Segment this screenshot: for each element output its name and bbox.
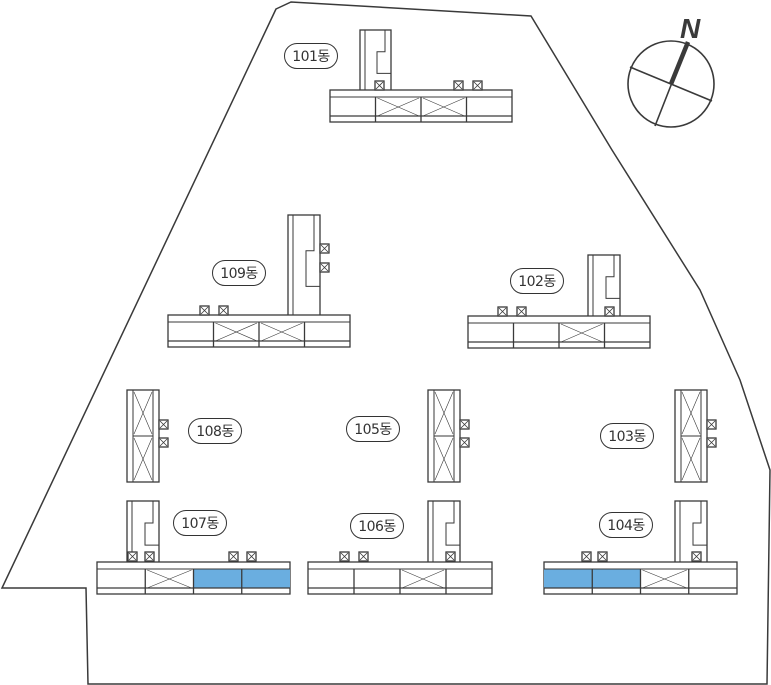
wall-line xyxy=(200,306,209,315)
wall-line xyxy=(340,552,349,561)
wall-line xyxy=(215,322,258,342)
wall-line xyxy=(219,306,228,315)
wall-line xyxy=(359,552,368,561)
wall-line xyxy=(320,244,329,253)
wall-line xyxy=(681,391,701,435)
wall-line xyxy=(454,81,463,90)
wall-line xyxy=(582,552,591,561)
building-106-slab xyxy=(307,561,493,595)
highlighted-unit xyxy=(592,569,641,588)
highlighted-unit xyxy=(193,569,242,588)
building-109-tower xyxy=(287,214,321,318)
building-label-102[interactable]: 102동 xyxy=(510,268,564,294)
wall-line xyxy=(260,322,303,342)
wall-line xyxy=(159,438,168,447)
wall-line xyxy=(707,438,716,447)
wall-line xyxy=(517,307,526,316)
wall-line xyxy=(144,501,159,546)
wall-line xyxy=(473,81,482,90)
wall-line xyxy=(605,307,614,316)
wall-line xyxy=(422,97,465,117)
wall-line xyxy=(159,420,168,429)
building-label-107[interactable]: 107동 xyxy=(173,510,227,536)
wall-line xyxy=(707,420,716,429)
building-label-101[interactable]: 101동 xyxy=(284,43,338,69)
wall-line xyxy=(147,569,192,589)
building-102-tower xyxy=(587,254,621,318)
wall-line xyxy=(145,552,154,561)
building-label-109[interactable]: 109동 xyxy=(212,260,266,286)
building-103-block xyxy=(674,389,717,483)
building-label-103[interactable]: 103동 xyxy=(600,423,654,449)
wall-line xyxy=(377,97,420,117)
compass: N xyxy=(627,13,715,128)
building-label-106[interactable]: 106동 xyxy=(350,513,404,539)
wall-line xyxy=(560,323,603,343)
wall-line xyxy=(445,501,460,546)
wall-line xyxy=(642,569,687,589)
wall-line xyxy=(598,552,607,561)
building-102-slab xyxy=(467,315,651,349)
building-label-105[interactable]: 105동 xyxy=(346,416,400,442)
building-108-block xyxy=(126,389,169,483)
wall-line xyxy=(376,30,391,74)
wall-line xyxy=(305,215,320,287)
wall-line xyxy=(229,552,238,561)
wall-line xyxy=(375,81,384,90)
wall-line xyxy=(247,552,256,561)
wall-line xyxy=(498,307,507,316)
wall-line xyxy=(446,552,455,561)
wall-line xyxy=(133,437,153,481)
wall-line xyxy=(434,437,454,481)
building-105-block xyxy=(427,389,470,483)
wall-line xyxy=(692,552,701,561)
wall-line xyxy=(605,255,620,299)
wall-line xyxy=(128,552,137,561)
building-104-slab xyxy=(543,561,738,595)
building-109-slab xyxy=(167,314,351,348)
highlighted-unit xyxy=(544,569,593,588)
wall-line xyxy=(681,437,701,481)
building-101-slab xyxy=(329,89,513,123)
wall-line xyxy=(460,438,469,447)
highlighted-unit xyxy=(241,569,290,588)
wall-line xyxy=(692,501,707,546)
building-label-108[interactable]: 108동 xyxy=(188,418,242,444)
wall-line xyxy=(401,569,445,589)
building-104-tower xyxy=(674,500,708,565)
wall-line xyxy=(133,391,153,435)
wall-line xyxy=(460,420,469,429)
building-107-slab xyxy=(96,561,291,595)
north-needle-icon xyxy=(668,41,691,85)
wall-line xyxy=(434,391,454,435)
building-label-104[interactable]: 104동 xyxy=(599,512,653,538)
wall-line xyxy=(320,263,329,272)
north-label: N xyxy=(680,13,701,44)
